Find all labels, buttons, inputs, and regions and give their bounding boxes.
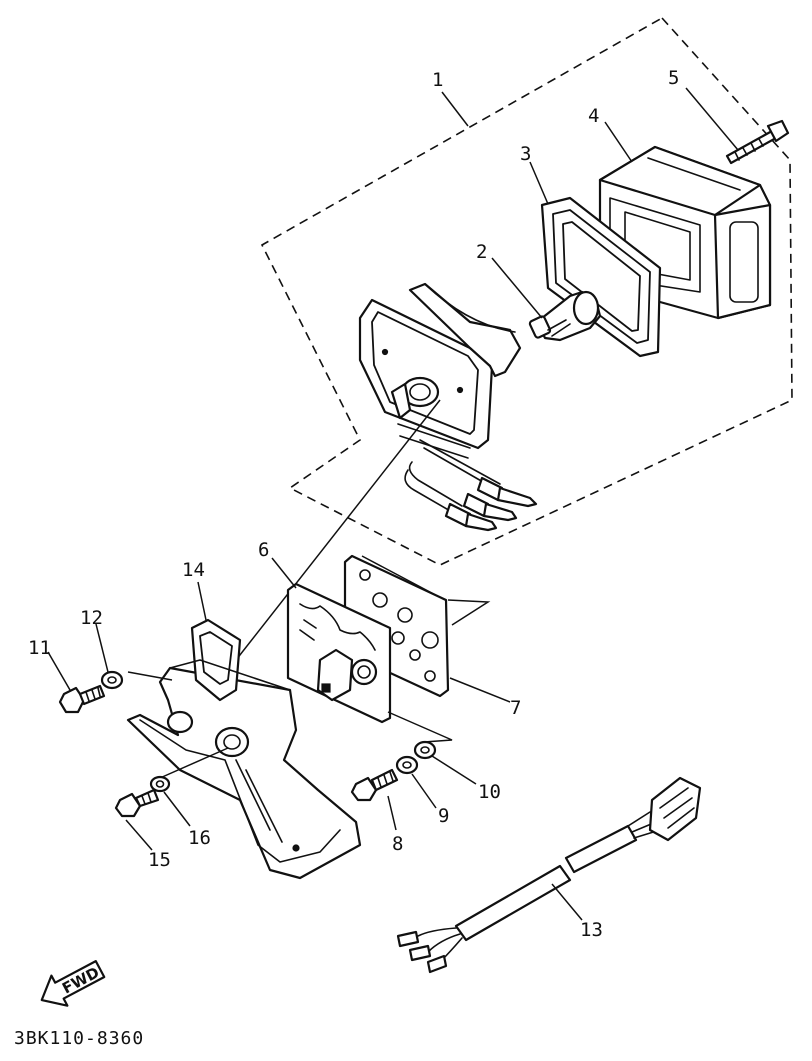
callout-11: 11: [28, 637, 51, 659]
callout-3: 3: [520, 143, 531, 165]
part-8-bolt[interactable]: [350, 768, 399, 802]
part-9-washer[interactable]: [395, 755, 419, 775]
assembly-1-dashed-boundary: [260, 16, 793, 566]
callout-13: 13: [580, 919, 603, 941]
part-6-socket-plate[interactable]: [286, 582, 392, 724]
callout-10: 10: [478, 781, 501, 803]
callout-6: 6: [258, 539, 269, 561]
callout-2: 2: [476, 241, 487, 263]
part-14-mounting-bracket[interactable]: [126, 618, 362, 880]
callout-15: 15: [148, 849, 171, 871]
part-2-bulb[interactable]: [528, 290, 602, 342]
part-3-lens-gasket[interactable]: [540, 196, 662, 358]
lamp-base-housing[interactable]: [358, 282, 522, 459]
callout-8: 8: [392, 833, 403, 855]
plate-leader-line: [361, 555, 491, 626]
part-5-lens-screw[interactable]: [725, 119, 790, 165]
callout-16: 16: [188, 827, 211, 849]
part-15-bolt[interactable]: [114, 788, 160, 818]
left-leader-line-lower: [159, 747, 229, 779]
callout-1: 1: [432, 69, 443, 91]
callout-5: 5: [668, 67, 679, 89]
callout-7: 7: [510, 697, 521, 719]
part-12-washer[interactable]: [100, 670, 124, 690]
callout-12: 12: [80, 607, 103, 629]
forward-direction-arrow: FWD: [40, 959, 106, 1007]
left-leader-line-upper: [127, 671, 173, 681]
callout-leader-lines: [47, 87, 739, 921]
part-16-washer[interactable]: [149, 775, 171, 793]
diagram-code: 3BK110-8360: [14, 1028, 144, 1049]
right-leader-line: [387, 711, 453, 743]
part-13-wire-harness[interactable]: [396, 776, 702, 974]
lamp-wire-leads[interactable]: [404, 439, 538, 532]
part-11-bolt[interactable]: [58, 684, 106, 714]
callout-14: 14: [182, 559, 205, 581]
assembly-leader-line: [235, 399, 441, 661]
callout-4: 4: [588, 105, 599, 127]
callout-9: 9: [438, 805, 449, 827]
part-10-washer[interactable]: [413, 740, 437, 760]
